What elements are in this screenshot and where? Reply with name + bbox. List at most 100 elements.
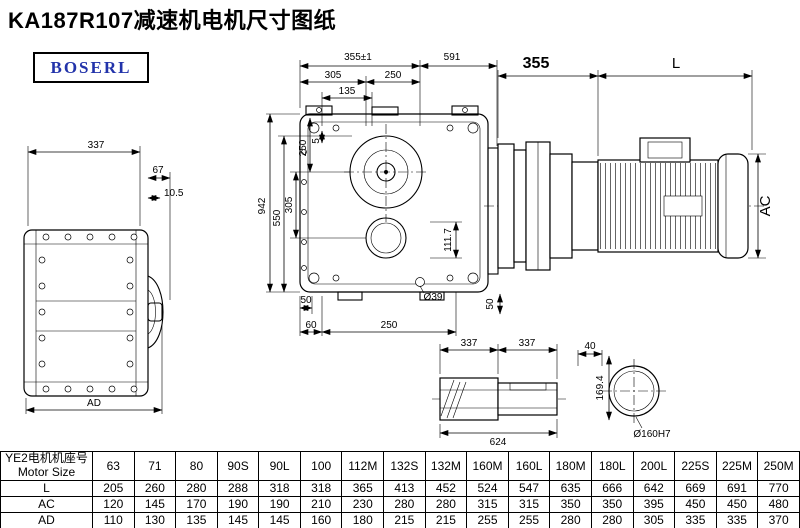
motor-size-header-en: Motor Size [17, 464, 76, 479]
table-cell: 524 [466, 479, 509, 497]
dim-50-left-label: 50 [300, 295, 312, 306]
dim-dia160h7-label: Ø160H7 [633, 429, 671, 440]
dim-337-left-label: 337 [88, 140, 105, 151]
table-cell: 145 [216, 511, 260, 528]
dim-40-label: 40 [584, 341, 596, 352]
table-cell: 452 [424, 479, 468, 497]
row-label: AC [0, 495, 93, 513]
table-cell: 642 [632, 479, 676, 497]
dim-942-label: 942 [257, 197, 268, 214]
dim-135-label: 135 [339, 86, 356, 97]
table-cell: 669 [674, 479, 717, 497]
table-cell: 315 [466, 495, 509, 513]
motor-size-cell: 180L [590, 451, 634, 481]
table-cell: 280 [549, 511, 592, 528]
table-cell: 160 [299, 511, 343, 528]
dim-250-bottom-label: 250 [381, 320, 398, 331]
table-cell: 288 [216, 479, 260, 497]
table-cell: 205 [92, 479, 135, 497]
flange-dimensions: 40 169.4 Ø160H7 [577, 341, 671, 440]
brand-logo-box: BOSERL [33, 52, 149, 83]
table-cell: 635 [549, 479, 592, 497]
dim-50-right-label: 50 [485, 298, 496, 310]
table-cell: 280 [175, 479, 218, 497]
dim-60-label: 60 [305, 320, 317, 331]
motor-size-cell: 112M [341, 451, 385, 481]
table-cell: 215 [383, 511, 426, 528]
motor-size-cell: 200L [632, 451, 676, 481]
table-cell: 666 [590, 479, 634, 497]
table-cell: 395 [632, 495, 676, 513]
left-view-dimensions: 337 67 10.5 AD [25, 140, 184, 414]
dim-305-left-label: 305 [284, 196, 295, 213]
dia39-hole [415, 277, 425, 287]
brand-logo-text: BOSERL [50, 57, 132, 77]
fan-cowl [717, 153, 749, 259]
dim-169-4-label: 169.4 [595, 375, 606, 400]
table-cell: 547 [507, 479, 551, 497]
motor-interface-plate [487, 147, 499, 275]
motor-size-cell: 225S [674, 451, 717, 481]
shaft-stub [147, 302, 163, 322]
table-cell: 255 [466, 511, 509, 528]
table-cell: 190 [216, 495, 260, 513]
front-view-dimensions-left: 942 550 305 250 5 111.7 [257, 113, 462, 293]
shaft-boss [147, 275, 164, 349]
table-cell: 280 [590, 511, 634, 528]
motor-size-cell: 160L [507, 451, 551, 481]
table-cell: 335 [674, 511, 717, 528]
dim-ad-label: AD [87, 398, 101, 409]
output-shaft-view [432, 377, 566, 421]
table-cell: 315 [507, 495, 551, 513]
nameplate [663, 195, 703, 217]
dim-AC-label: AC [757, 195, 774, 216]
table-cell: 480 [757, 495, 800, 513]
table-cell: 230 [341, 495, 385, 513]
page-title: KA187R107减速机电机尺寸图纸 [8, 8, 337, 33]
dim-305-top-label: 305 [325, 70, 342, 81]
table-cell: 130 [133, 511, 177, 528]
left-side-view [23, 229, 164, 397]
table-cell: 135 [175, 511, 218, 528]
terminal-box [639, 137, 691, 163]
motor-side-view [484, 137, 766, 271]
table-cell: 350 [549, 495, 592, 513]
front-view-dimensions-bottom: 50 60 250 Ø39 50 [299, 285, 503, 336]
table-cell: 145 [258, 511, 301, 528]
table-cell: 305 [632, 511, 676, 528]
dim-550-label: 550 [272, 209, 283, 226]
table-cell: 350 [590, 495, 634, 513]
motor-size-cell: 132S [383, 451, 426, 481]
dim-67-label: 67 [152, 165, 164, 176]
dim-337a-label: 337 [461, 338, 478, 349]
shaft-dimensions: 337 337 624 [439, 338, 558, 448]
motor-view-dimensions: 355 L AC [497, 55, 774, 259]
row-label: AD [0, 511, 93, 528]
motor-size-cell: 71 [133, 451, 177, 481]
table-cell: 180 [341, 511, 385, 528]
table-cell: 260 [133, 479, 177, 497]
dim-L-label: L [672, 55, 680, 72]
table-cell: 413 [383, 479, 426, 497]
table-cell: 255 [507, 511, 551, 528]
table-cell: 170 [175, 495, 218, 513]
dim-250-top-label: 250 [385, 70, 402, 81]
table-cell: 145 [133, 495, 177, 513]
motor-size-cell: 180M [549, 451, 592, 481]
motor-size-cell: 63 [92, 451, 135, 481]
motor-size-cell: 250M [757, 451, 800, 481]
table-cell: 450 [715, 495, 759, 513]
dim-10-5-label: 10.5 [164, 188, 184, 199]
bell-housing [571, 161, 599, 251]
keyway [509, 382, 547, 391]
shaft-end-view [602, 359, 666, 423]
dim-624-label: 624 [490, 437, 507, 448]
motor-size-cell: 225M [715, 451, 759, 481]
dim-337b-label: 337 [519, 338, 536, 349]
